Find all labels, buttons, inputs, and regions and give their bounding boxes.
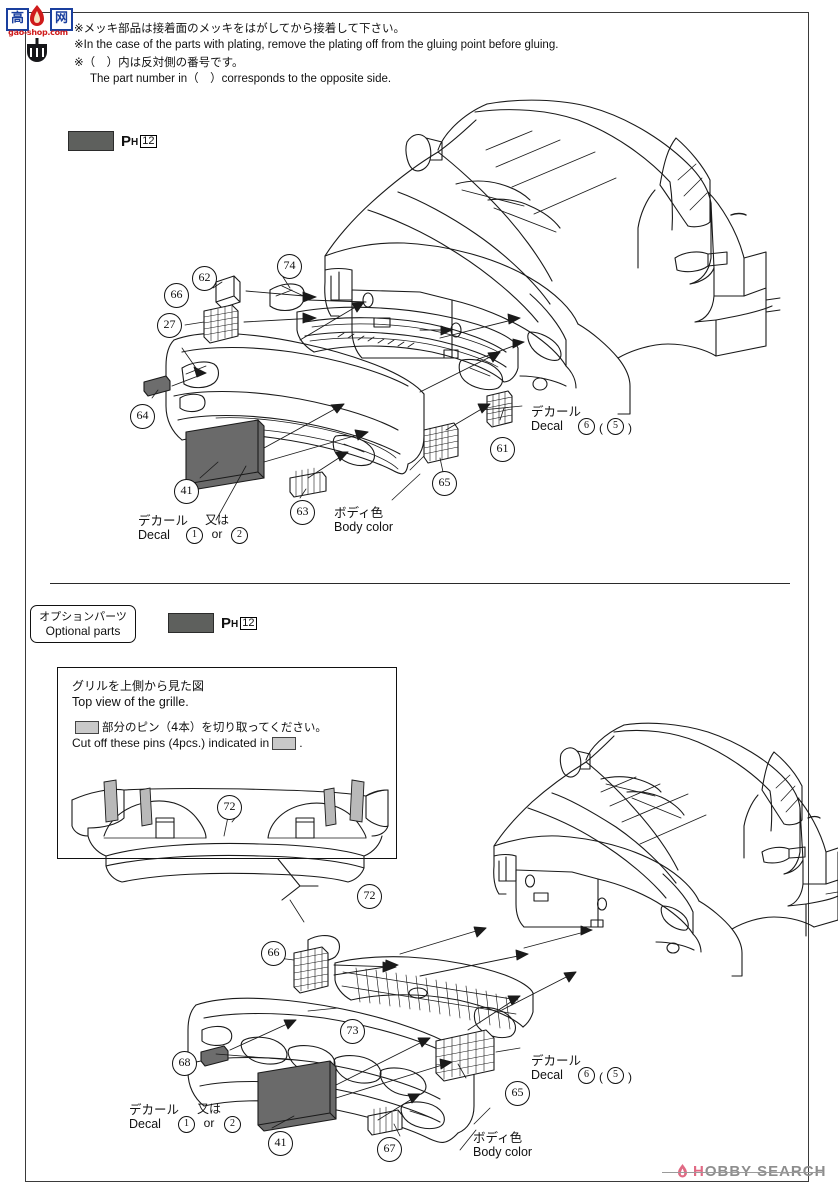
grille-note-en: Cut off these pins (4pcs.) indicated in … xyxy=(72,736,303,750)
decal-right-numbers-section2: 6 ( 5 ) xyxy=(578,1067,632,1084)
paint-prefix: P xyxy=(221,614,232,632)
paint-spec-section2: P H 12 xyxy=(168,613,257,633)
note-line-1: ※メッキ部品は接着面のメッキをはがしてから接着して下さい。 xyxy=(74,21,405,35)
callout-27: 27 xyxy=(157,313,182,338)
flame-icon xyxy=(26,4,48,30)
logo-char-box-2: 网 xyxy=(50,8,73,31)
callout-61: 61 xyxy=(490,437,515,462)
pin-color-chip xyxy=(75,720,99,734)
callout-68: 68 xyxy=(172,1051,197,1076)
body-color-label-section1: ボディ色 Body color xyxy=(334,505,394,534)
decal-option-1-section2: 1 xyxy=(178,1116,195,1133)
watermark-strikethrough xyxy=(662,1172,822,1173)
callout-62: 62 xyxy=(192,266,217,291)
paint-swatch xyxy=(168,613,214,633)
hobby-search-watermark: HOBBY SEARCH xyxy=(662,1163,827,1180)
callout-41: 41 xyxy=(268,1131,293,1156)
callout-72-topview: 72 xyxy=(217,795,242,820)
decal-right-label-section2: デカール Decal xyxy=(531,1053,582,1082)
paint-subscript: H xyxy=(231,618,239,630)
paint-code: P H 12 xyxy=(121,132,157,150)
paint-subscript: H xyxy=(131,136,139,148)
callout-65: 65 xyxy=(505,1081,530,1106)
callout-74: 74 xyxy=(277,254,302,279)
decal-option-2-section1: 2 xyxy=(231,527,248,544)
page-frame xyxy=(25,12,809,1182)
grille-title-jp: グリルを上側から見た図 xyxy=(72,679,205,693)
decal-or-section1: 又は or xyxy=(205,513,230,541)
decal-right-label-section1: デカール Decal xyxy=(531,404,582,433)
callout-64: 64 xyxy=(130,404,155,429)
decal-label-section1: デカール Decal xyxy=(138,513,189,542)
watermark-text: HOBBY SEARCH xyxy=(693,1163,827,1180)
optional-parts-badge: オプションパーツ Optional parts xyxy=(30,605,136,643)
callout-73: 73 xyxy=(340,1019,365,1044)
flame-icon xyxy=(678,1164,687,1178)
decal-option-1-section1: 1 xyxy=(186,527,203,544)
callout-66: 66 xyxy=(261,941,286,966)
paint-swatch xyxy=(68,131,114,151)
instruction-notes: ※メッキ部品は接着面のメッキをはがしてから接着して下さい。 ※In the ca… xyxy=(74,20,774,88)
body-color-label-section2: ボディ色 Body color xyxy=(473,1130,533,1159)
grille-box-text: グリルを上側から見た図 Top view of the grille. 部分のピ… xyxy=(72,678,384,751)
paint-spec-section1: P H 12 xyxy=(68,131,157,151)
note-line-2: ※In the case of the parts with plating, … xyxy=(74,39,559,51)
decal-right-numbers-section1: 6 ( 5 ) xyxy=(578,418,632,435)
paint-prefix: P xyxy=(121,132,132,150)
grille-note-jp: 部分のピン（4本）を切り取ってください。 xyxy=(72,719,384,735)
callout-67: 67 xyxy=(377,1137,402,1162)
note-line-4: The part number in（ ）corresponds to the … xyxy=(90,73,392,85)
pin-color-chip xyxy=(272,736,297,750)
callout-63: 63 xyxy=(290,500,315,525)
logo-domain: gao-shop.com xyxy=(8,28,68,37)
paint-number: 12 xyxy=(240,616,257,630)
callout-41: 41 xyxy=(174,479,199,504)
logo-char-box-1: 高 xyxy=(6,8,29,31)
site-logo: 高 网 gao-shop.com xyxy=(2,2,74,64)
grille-title-en: Top view of the grille. xyxy=(72,695,189,709)
grille-topview-box: グリルを上側から見た図 Top view of the grille. 部分のピ… xyxy=(57,667,397,859)
decal-label-section2: デカール Decal xyxy=(129,1102,180,1131)
section-divider xyxy=(50,583,790,584)
decal-or-section2: 又は or xyxy=(197,1102,222,1130)
note-line-3: ※（ ）内は反対側の番号です。 xyxy=(74,55,244,69)
paint-code: P H 12 xyxy=(221,614,257,632)
shield-mark-icon xyxy=(24,36,50,62)
paint-number: 12 xyxy=(140,134,157,148)
callout-65: 65 xyxy=(432,471,457,496)
callout-72: 72 xyxy=(357,884,382,909)
decal-option-2-section2: 2 xyxy=(224,1116,241,1133)
callout-66: 66 xyxy=(164,283,189,308)
